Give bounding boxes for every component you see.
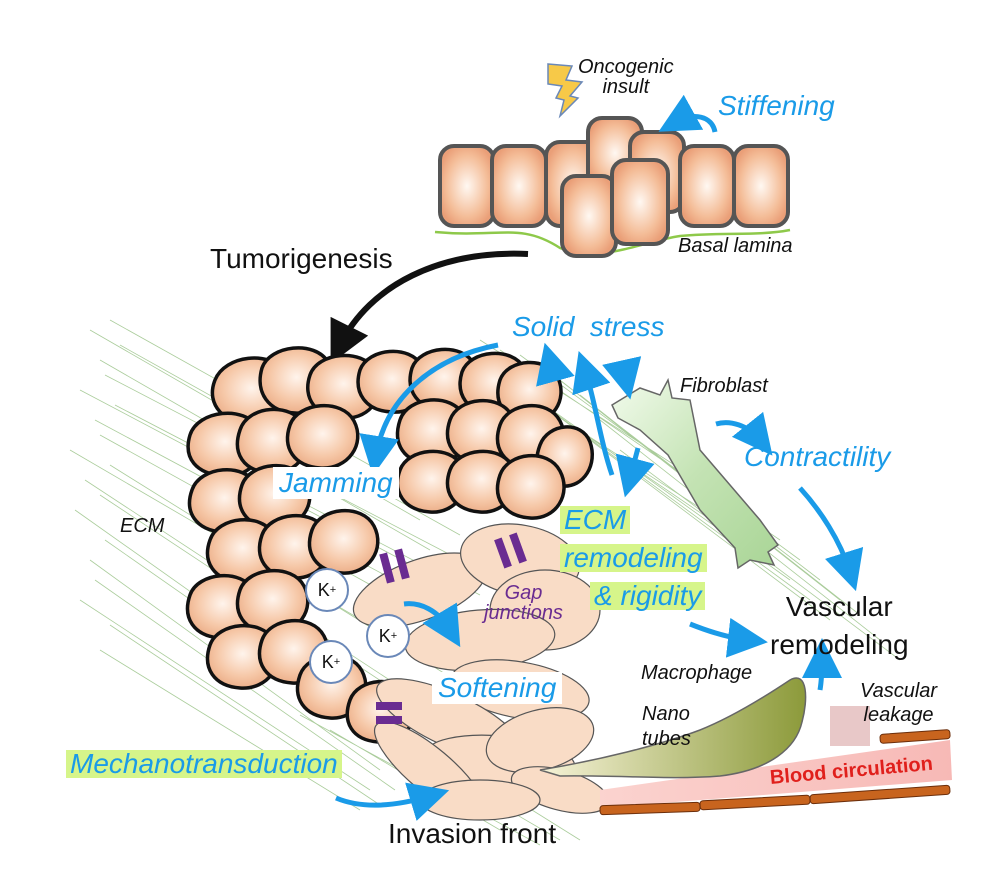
ecm-remodeling-label: ECM	[560, 506, 631, 534]
epithelium	[434, 116, 791, 258]
stiffening-label: Stiffening	[718, 90, 835, 121]
oncogenic-insult-label: Oncogenic insult	[578, 56, 674, 98]
nano-tubes-label: Nano tubes	[642, 703, 691, 750]
vascular-remodeling-label: Vascular remodeling	[770, 591, 909, 660]
k-ion-charge: +	[333, 656, 341, 668]
k-ion-label: K	[317, 579, 330, 600]
arrow-icon	[335, 342, 864, 821]
fibroblast-cell	[611, 377, 780, 570]
tumorigenesis-arrow	[330, 250, 529, 364]
ecm-label: ECM	[120, 515, 165, 537]
stiffening-arrow	[658, 94, 718, 133]
k-ion-charge: +	[390, 630, 398, 642]
k-ion-icon: K+	[309, 640, 353, 684]
mechanotransduction-label: Mechanotransduction	[66, 750, 342, 778]
softening-label: Softening	[432, 672, 563, 704]
macrophage-cell	[539, 677, 807, 779]
gap-junctions-label: Gap junctions	[484, 582, 563, 624]
contractility-label: Contractility	[744, 441, 891, 472]
solid-stress-label: Solid stress	[512, 311, 665, 342]
k-ion-charge: +	[329, 584, 337, 596]
tumorigenesis-label: Tumorigenesis	[210, 243, 393, 274]
k-ion-label: K	[378, 625, 391, 646]
ecm-remodeling-label: remodeling	[560, 544, 707, 572]
lightning-icon	[547, 63, 584, 119]
ecm-remodeling-label: & rigidity	[590, 582, 706, 610]
invasion-front-label: Invasion front	[388, 818, 557, 849]
vascular-leakage-label: Vascular leakage	[860, 680, 938, 726]
k-ion-icon: K+	[366, 614, 410, 658]
k-ion-label: K	[321, 651, 334, 672]
jamming-label: Jamming	[273, 467, 399, 499]
macrophage-label: Macrophage	[641, 662, 753, 684]
basal-lamina-label: Basal lamina	[678, 235, 793, 257]
k-ion-icon: K+	[305, 568, 349, 612]
fibroblast-label: Fibroblast	[680, 375, 768, 397]
gap-junction-icon	[376, 532, 527, 724]
blood-vessel	[599, 706, 952, 816]
